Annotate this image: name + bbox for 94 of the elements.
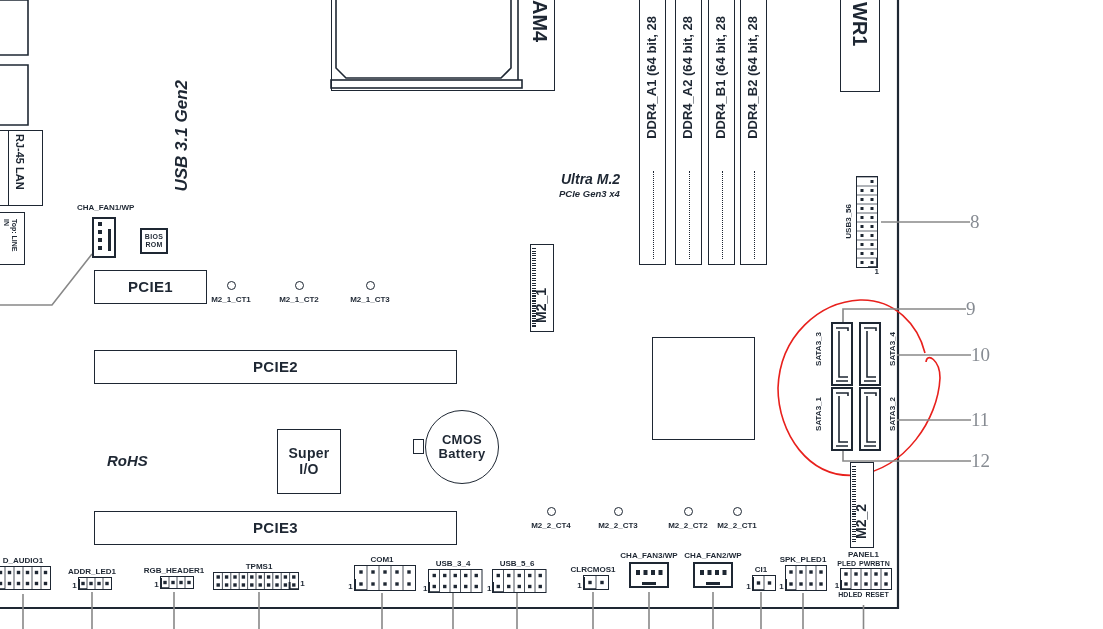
- leader-line: [880, 221, 971, 223]
- chip: [277, 429, 341, 494]
- pin-number: 1: [348, 583, 353, 591]
- component-label: PCIE1: [128, 278, 173, 296]
- component-label: DDR4_B1 (64 bit, 28: [714, 16, 728, 139]
- component-label: Super I/O: [287, 446, 331, 477]
- leader-line: [516, 592, 518, 629]
- leader-line: [760, 591, 762, 629]
- component-label: M2_2_CT2: [668, 522, 708, 530]
- header-label: RGB_HEADER1: [143, 567, 205, 575]
- m2-slot: [530, 244, 554, 332]
- component-label: DDR4_B2 (64 bit, 28: [746, 16, 760, 139]
- leader-line: [842, 450, 972, 462]
- feature-label: Ultra M.2: [561, 172, 621, 186]
- header-label: USB_5_6: [499, 560, 535, 568]
- callout-number: 12: [971, 449, 995, 473]
- pin-number: 1: [834, 582, 840, 590]
- pcie-slot: [94, 270, 207, 304]
- leader-line: [452, 592, 454, 629]
- header-label: USB_3_4: [435, 560, 471, 568]
- header-label: COM1: [370, 556, 394, 564]
- m2-slot: [850, 462, 874, 548]
- header-label: ADDR_LED1: [68, 568, 116, 576]
- component-label: CMOS Battery: [437, 432, 487, 462]
- power-connector: [840, 0, 880, 92]
- callout-number: 10: [971, 343, 995, 367]
- feature-label: PCIe Gen3 x4: [559, 189, 620, 199]
- leader-line: [842, 308, 967, 323]
- port-label: SATA3_1: [815, 397, 824, 431]
- chip: [652, 337, 755, 440]
- memory-slot: [740, 0, 767, 265]
- port-label: SATA3_3: [815, 332, 824, 366]
- header-label: CHA_FAN2/WP: [684, 552, 742, 560]
- port-label: SATA3_2: [888, 397, 897, 431]
- component-label: M2_2_CT3: [598, 522, 638, 530]
- component-label: AM4: [529, 0, 550, 43]
- leader-line: [173, 591, 175, 629]
- leader-line: [0, 253, 93, 306]
- memory-slot: [708, 0, 735, 265]
- memory-slot: [675, 0, 702, 265]
- board-title: USB 3.1 Gen2: [173, 80, 190, 192]
- component-label: M2_2_CT4: [531, 522, 571, 530]
- leader-line: [648, 591, 650, 629]
- leader-line: [91, 591, 93, 629]
- pcie-slot: [94, 350, 457, 384]
- pin-number: 1: [746, 583, 751, 591]
- component-label: PCIE3: [253, 519, 298, 537]
- header-label: TPMS1: [245, 563, 273, 571]
- component-label: M2_1_CT3: [350, 296, 390, 304]
- leader-line: [258, 591, 260, 629]
- component-label: PCIE2: [253, 358, 298, 376]
- audio-jack: [0, 212, 25, 265]
- leader-line: [862, 604, 865, 629]
- header-label: USB3_56: [845, 204, 854, 239]
- pin-number: 1: [487, 585, 492, 593]
- component-label: DDR4_A2 (64 bit, 28: [681, 16, 695, 139]
- header-label: CHA_FAN3/WP: [620, 552, 678, 560]
- callout-number: 8: [970, 210, 992, 234]
- component-label: DDR4_A1 (64 bit, 28: [645, 16, 659, 139]
- chip: [140, 228, 168, 254]
- leader-line: [896, 354, 972, 356]
- lan-port: [0, 130, 43, 206]
- compliance-label: RoHS: [107, 453, 148, 468]
- component-label: M2_2_CT1: [717, 522, 757, 530]
- pin-number: 1: [300, 579, 305, 588]
- component-label: M2_2: [854, 503, 869, 539]
- leader-line: [22, 593, 24, 629]
- header-label: CLRCMOS1: [570, 566, 616, 574]
- pcie-slot: [94, 511, 457, 545]
- port-label: SATA3_4: [888, 332, 897, 366]
- leader-line: [712, 591, 714, 629]
- header-label: CI1: [754, 566, 768, 574]
- header-label: CHA_FAN1/WP: [77, 204, 135, 212]
- pin-number: 1: [577, 582, 582, 590]
- component-label: M2_1: [534, 287, 549, 323]
- leader-line: [592, 591, 594, 629]
- header-label: D_AUDIO1: [2, 557, 44, 565]
- header-label: SPK_PLED1: [779, 556, 827, 564]
- callout-number: 11: [971, 408, 995, 432]
- pin-number: 1: [423, 585, 428, 593]
- component-label: WR1: [849, 2, 870, 47]
- leader-line: [381, 592, 383, 629]
- component-label: M2_1_CT2: [279, 296, 319, 304]
- leader-line: [896, 419, 972, 421]
- leader-line: [802, 592, 804, 629]
- memory-slot: [639, 0, 666, 265]
- pin-number: 1: [154, 581, 159, 589]
- pin-number: 1: [874, 267, 879, 276]
- pin-number: 1: [72, 582, 77, 590]
- pin-number: 1: [779, 583, 784, 591]
- component-label: RJ-45 LAN: [13, 134, 25, 190]
- callout-number: 9: [966, 297, 988, 321]
- component-label: M2_1_CT1: [211, 296, 251, 304]
- header-label: PANEL1: [848, 551, 879, 559]
